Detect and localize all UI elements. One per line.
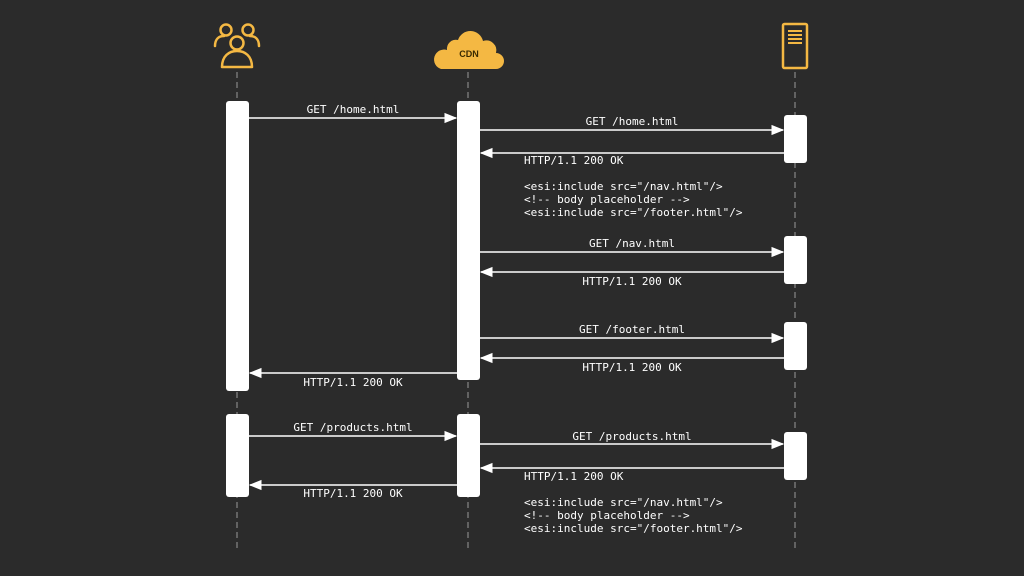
message-label: GET /products.html [572,430,691,443]
activation-client-2 [226,414,249,497]
activation-cdn-2 [457,414,480,497]
message-label: HTTP/1.1 200 OK [582,275,682,288]
message-label: GET /footer.html [579,323,685,336]
activation-client-1 [226,101,249,391]
message-label: HTTP/1.1 200 OK [524,470,624,483]
message-label: GET /nav.html [589,237,675,250]
cloud-icon: CDN [434,31,504,69]
message-label: HTTP/1.1 200 OK [303,487,403,500]
cdn-label: CDN [459,49,479,59]
response-body-line: <esi:include src="/footer.html"/> [524,206,743,219]
response-body-line: <esi:include src="/nav.html"/> [524,496,723,509]
activation-origin-2 [784,236,807,284]
response-body-line: <!-- body placeholder --> [524,193,690,206]
message-label: GET /home.html [307,103,400,116]
activation-cdn-1 [457,101,480,380]
message-label: GET /home.html [586,115,679,128]
response-body-line: <esi:include src="/footer.html"/> [524,522,743,535]
users-icon [213,23,261,69]
activation-origin-1 [784,115,807,163]
message-label: HTTP/1.1 200 OK [524,154,624,167]
message-label: GET /products.html [293,421,412,434]
response-body-line: <!-- body placeholder --> [524,509,690,522]
message-label: HTTP/1.1 200 OK [303,376,403,389]
message-label: HTTP/1.1 200 OK [582,361,682,374]
server-icon [781,22,809,70]
activation-origin-3 [784,322,807,370]
activation-origin-4 [784,432,807,480]
response-body-line: <esi:include src="/nav.html"/> [524,180,723,193]
